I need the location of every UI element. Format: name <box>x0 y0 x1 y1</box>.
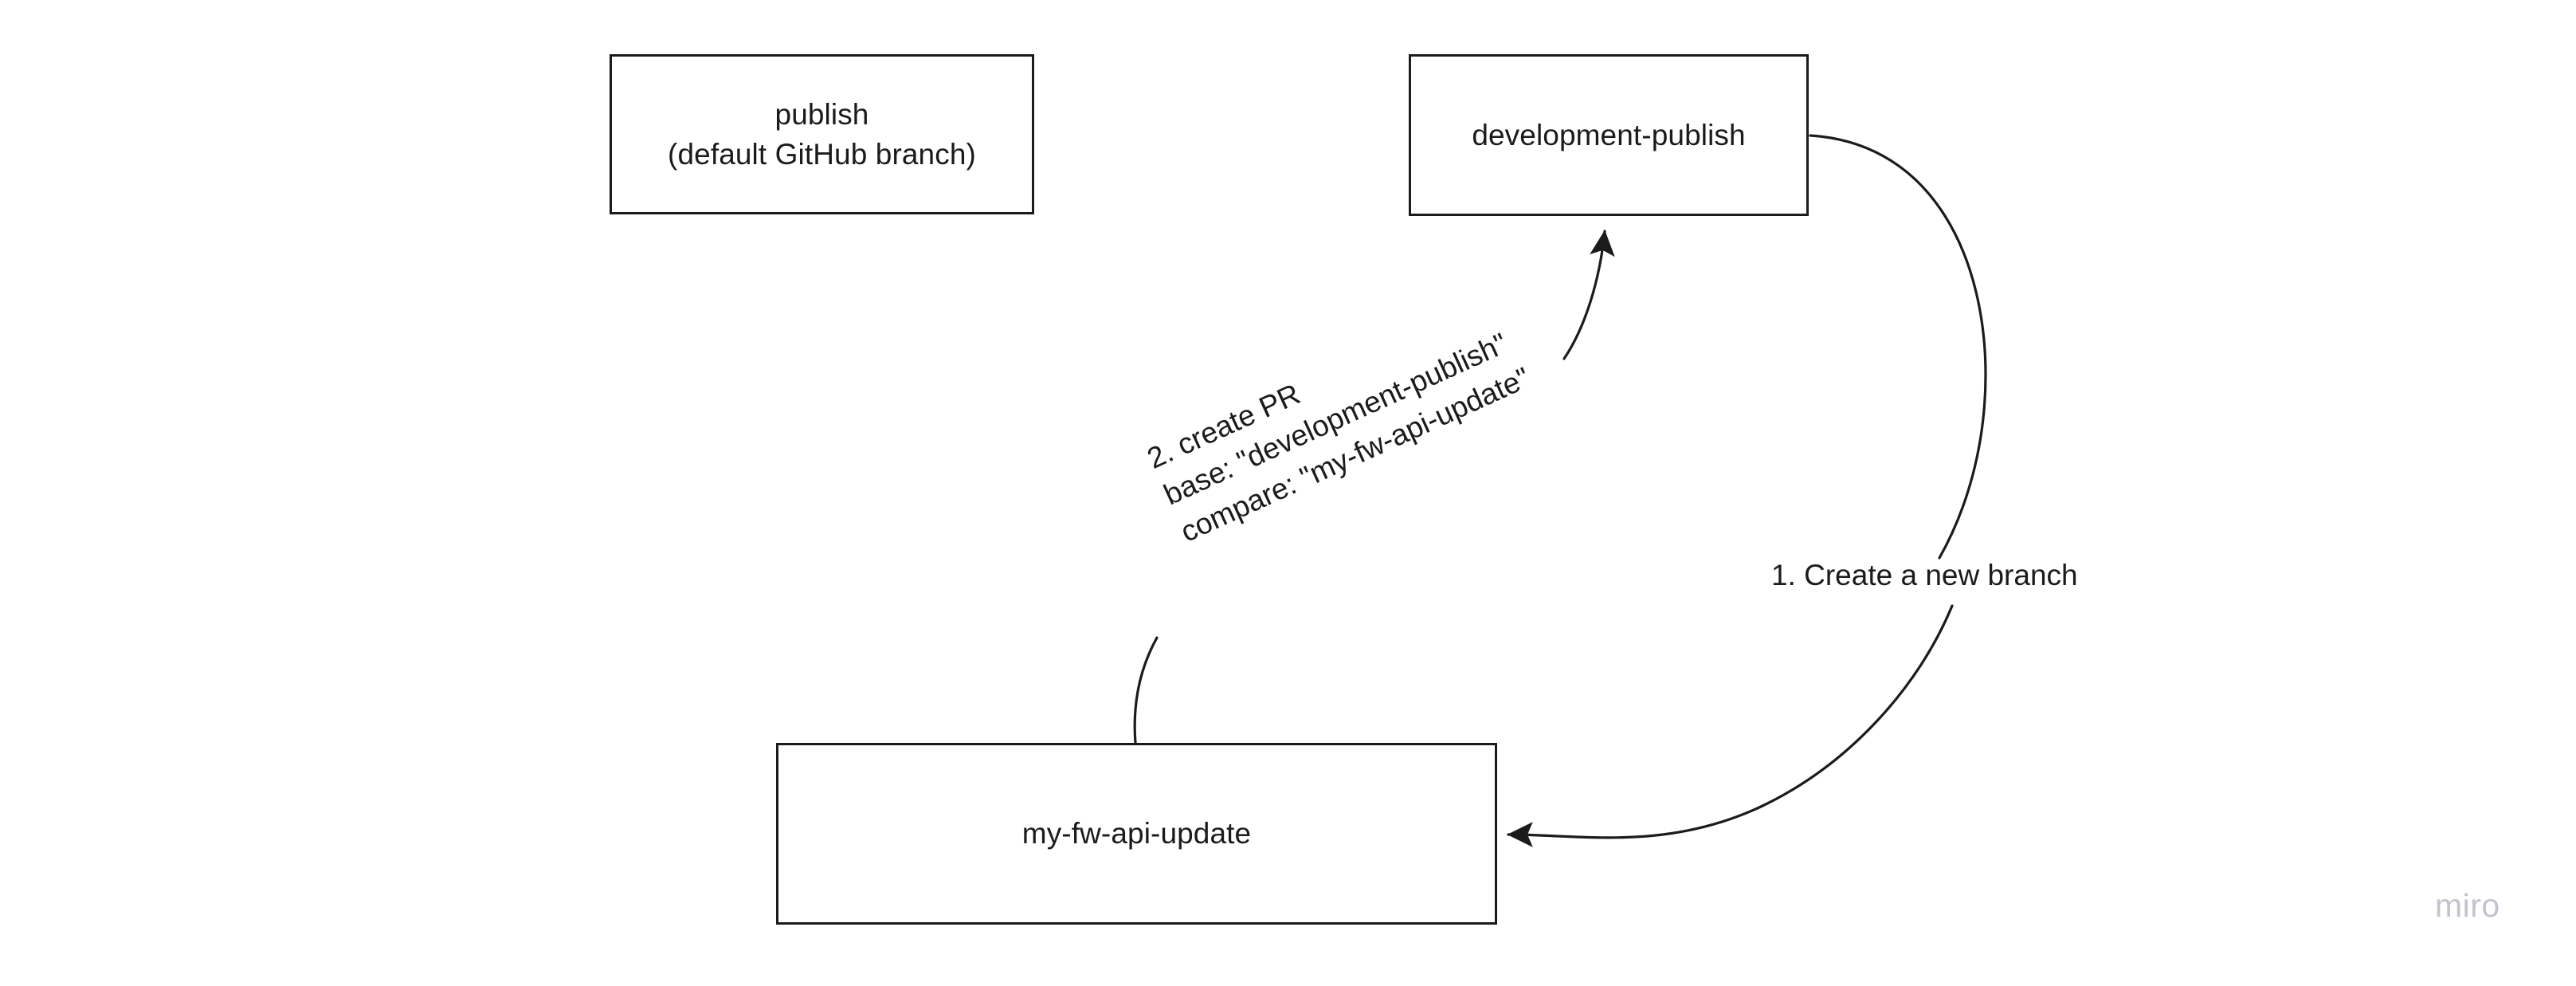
node-my-fw-api-update[interactable]: my-fw-api-update <box>776 743 1497 925</box>
node-publish[interactable]: publish (default GitHub branch) <box>610 54 1034 214</box>
edge-label-create-branch: 1. Create a new branch <box>1771 559 2078 591</box>
node-publish-label: publish (default GitHub branch) <box>668 97 976 171</box>
miro-watermark: miro <box>2435 887 2500 924</box>
edge-label-create-pr: 2. create PR base: "development-publish"… <box>1142 327 1535 548</box>
node-development-publish[interactable]: development-publish <box>1409 54 1809 216</box>
edge-create-branch-path-upper <box>1809 134 1987 560</box>
edge-create-pr-path-lower <box>1133 636 1159 744</box>
edge-create-branch-path-lower <box>1507 604 1954 847</box>
node-my-fw-api-update-label: my-fw-api-update <box>1021 817 1252 850</box>
edge-create-pr-path-upper <box>1562 230 1615 360</box>
node-development-publish-label: development-publish <box>1472 118 1746 151</box>
